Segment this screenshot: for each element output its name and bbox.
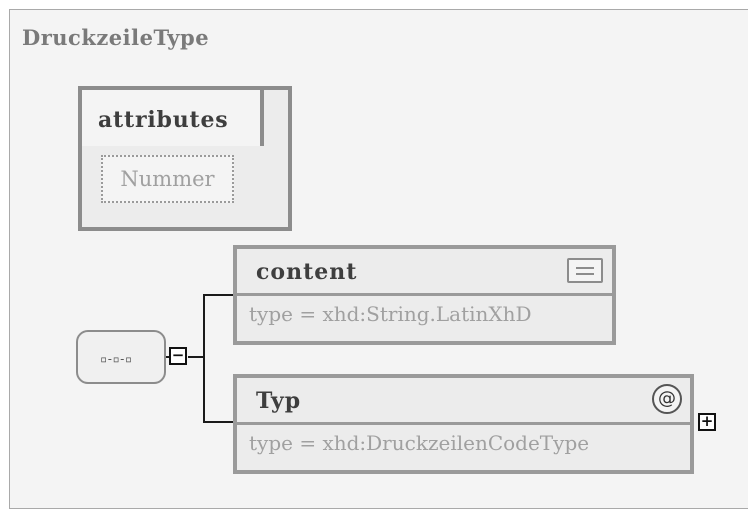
connector-seq-to-toggle xyxy=(166,356,169,358)
connector-branch-vertical xyxy=(203,294,205,423)
element-typ-name: Typ xyxy=(256,388,302,414)
connector-toggle-to-branch xyxy=(188,356,204,358)
element-typ-expand-toggle[interactable]: + xyxy=(698,413,716,431)
connector-branch-typ xyxy=(203,421,234,423)
simple-content-icon xyxy=(567,258,603,283)
attribute-at-icon: @ xyxy=(652,384,682,414)
attribute-nummer[interactable]: Nummer xyxy=(101,155,234,203)
sequence-compositor[interactable]: ▫-▫-▫ xyxy=(76,330,166,384)
element-typ[interactable]: Typ @ type = xhd:DruckzeilenCodeType xyxy=(233,374,694,474)
attributes-tab[interactable] xyxy=(78,86,264,146)
type-title: DruckzeileType xyxy=(22,25,210,50)
connector-branch-content xyxy=(203,294,234,296)
sequence-collapse-toggle[interactable]: − xyxy=(169,347,187,365)
attributes-label: attributes xyxy=(98,107,229,133)
sequence-icon: ▫-▫-▫ xyxy=(100,352,132,366)
element-typ-header: Typ @ xyxy=(237,378,690,425)
element-typ-type: type = xhd:DruckzeilenCodeType xyxy=(249,431,590,455)
element-content-header: content xyxy=(237,249,612,296)
element-content[interactable]: content type = xhd:String.LatinXhD xyxy=(233,245,616,345)
element-content-name: content xyxy=(256,259,358,285)
element-content-type: type = xhd:String.LatinXhD xyxy=(249,302,532,326)
